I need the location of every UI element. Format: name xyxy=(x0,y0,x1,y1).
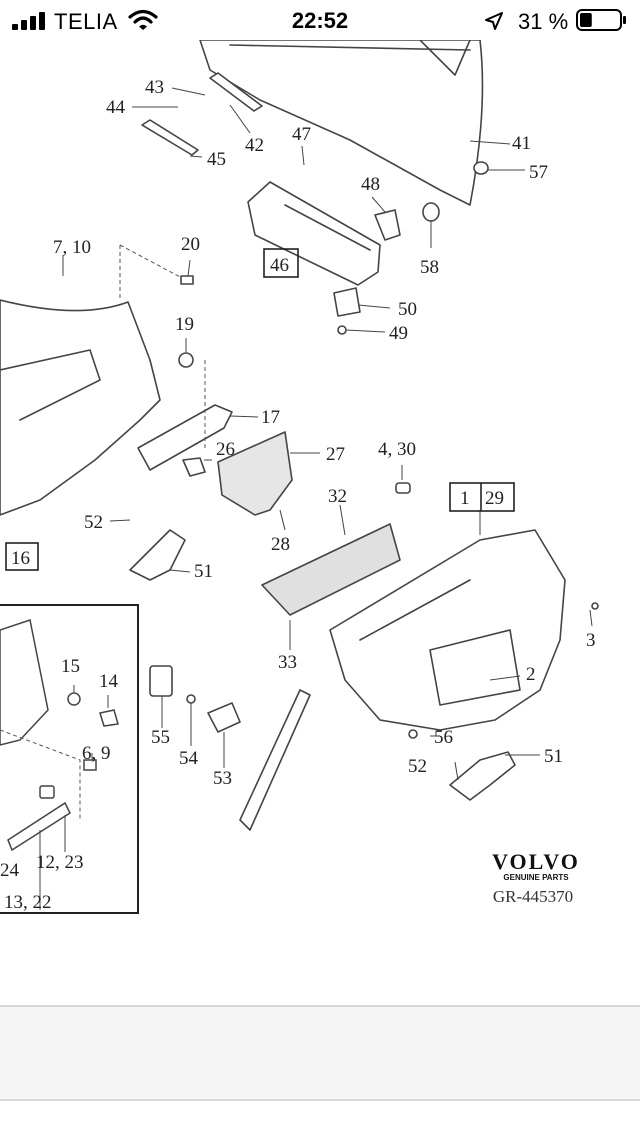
callout-27: 27 xyxy=(326,444,345,465)
part-33-strip xyxy=(239,689,311,831)
callout-54: 54 xyxy=(179,748,199,769)
callout-49: 49 xyxy=(389,323,408,344)
carrier-name: TELIA xyxy=(54,9,118,34)
callout-20: 20 xyxy=(181,234,200,255)
battery-percent: 31 % xyxy=(518,9,569,34)
callout-46: 46 xyxy=(270,255,289,276)
callout-1: 1 xyxy=(460,488,470,509)
location-arrow-icon xyxy=(485,12,503,30)
clock-time: 22:52 xyxy=(291,8,349,33)
callout-15: 15 xyxy=(61,656,80,677)
callout-52-lower: 52 xyxy=(408,756,427,777)
callout-43: 43 xyxy=(145,77,164,98)
callout-53: 53 xyxy=(213,768,232,789)
callout-box-46 xyxy=(263,248,299,278)
callout-42: 42 xyxy=(245,135,264,156)
callout-7-10: 7, 10 xyxy=(53,237,91,258)
wifi-icon xyxy=(128,9,158,30)
callout-3: 3 xyxy=(586,630,596,651)
part-27-net xyxy=(217,431,293,516)
callout-box-16 xyxy=(5,542,39,571)
callout-17: 17 xyxy=(261,407,280,428)
callout-29: 29 xyxy=(485,488,504,509)
callout-12-23: 12, 23 xyxy=(36,852,84,873)
battery-icon xyxy=(576,9,626,31)
callout-45: 45 xyxy=(207,149,226,170)
callout-52-upper: 52 xyxy=(84,512,103,533)
status-bar: TELIA 22:52 31 % xyxy=(0,0,640,40)
upper-trim-panel xyxy=(199,40,484,206)
callout-6-9: 6, 9 xyxy=(82,743,111,764)
inset-frame xyxy=(0,604,139,914)
part-32-net xyxy=(261,523,401,616)
callout-55: 55 xyxy=(151,727,170,748)
callout-50: 50 xyxy=(398,299,417,320)
callout-51-upper: 51 xyxy=(194,561,213,582)
callout-13-22: 13, 22 xyxy=(4,892,52,913)
bottom-toolbar xyxy=(0,1005,640,1101)
callout-51-lower: 51 xyxy=(544,746,563,767)
parts-diagram: 43 44 42 45 47 41 57 48 58 46 7, 10 20 5… xyxy=(0,40,599,914)
callout-47: 47 xyxy=(292,124,311,145)
part-45-strip xyxy=(141,119,199,156)
callout-2: 2 xyxy=(526,664,536,685)
callout-41: 41 xyxy=(512,133,531,154)
callout-16: 16 xyxy=(11,548,30,569)
part-17-handle xyxy=(137,404,233,471)
callout-58: 58 xyxy=(420,257,439,278)
callout-28: 28 xyxy=(271,534,290,555)
callout-56: 56 xyxy=(434,727,453,748)
callout-57: 57 xyxy=(529,162,548,183)
volvo-logo: VOLVO xyxy=(492,849,580,874)
callout-box-1-29 xyxy=(449,482,515,512)
callout-4-30: 4, 30 xyxy=(378,439,416,460)
part-46-panel xyxy=(247,181,381,286)
callout-32: 32 xyxy=(328,486,347,507)
left-side-trim xyxy=(0,299,161,516)
signal-bars-icon xyxy=(12,12,45,30)
genuine-parts-text: GENUINE PARTS xyxy=(503,873,569,882)
callout-26: 26 xyxy=(216,439,235,460)
part-42-strip xyxy=(209,72,263,112)
callout-48: 48 xyxy=(361,174,380,195)
callout-24: 24 xyxy=(0,860,20,881)
diagram-code: GR-445370 xyxy=(493,887,573,906)
callout-19: 19 xyxy=(175,314,194,335)
callout-14: 14 xyxy=(99,671,119,692)
callout-33: 33 xyxy=(278,652,297,673)
callout-44: 44 xyxy=(106,97,126,118)
